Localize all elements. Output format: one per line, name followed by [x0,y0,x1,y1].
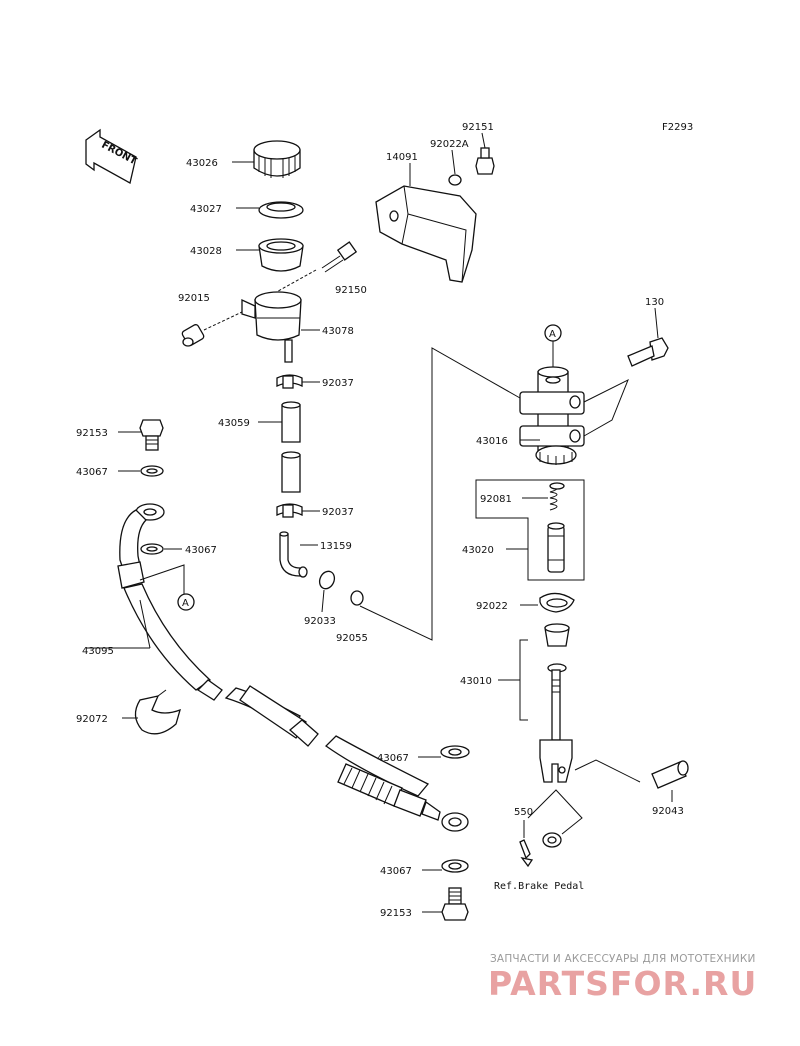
circlip-92033 [318,570,336,590]
label-92022a: 92022A [430,139,469,150]
label-92015: 92015 [178,293,210,304]
callout-a-left [177,593,195,611]
label-130: 130 [645,297,664,308]
hose-clamp-92072 [134,689,181,735]
label-43059: 43059 [218,418,250,429]
front-arrow-icon: FRONT [85,128,138,184]
grommet-92015 [181,324,205,347]
label-43067-b: 43067 [185,545,217,556]
watermark-subtitle: ЗАПЧАСТИ И АКСЕССУАРЫ ДЛЯ МОТОТЕХНИКИ [490,953,756,965]
label-43078: 43078 [322,326,354,337]
label-43027: 43027 [190,204,222,215]
label-92033: 92033 [304,616,336,627]
reservoir-hose [281,401,301,493]
watermark-brand: PARTSFOR.RU [488,964,757,1003]
label-43067-c: 43067 [377,753,409,764]
label-43028: 43028 [190,246,222,257]
label-92072: 92072 [76,714,108,725]
pin-92043 [651,760,689,789]
bolt-130 [627,337,669,367]
label-43067-d: 43067 [380,866,412,877]
washer-92022a [448,174,462,186]
elbow-fitting-13159 [279,531,308,578]
banjo-bolt-upper [139,419,164,451]
hose-clamp-upper [276,374,303,389]
cover-14091 [375,185,477,283]
ref-brake-pedal: Ref.Brake Pedal [494,881,584,892]
label-92081: 92081 [480,494,512,505]
reservoir-body [241,291,302,363]
circlip-92022 [539,592,575,613]
piston-43020 [547,522,565,573]
label-92153-upper: 92153 [76,428,108,439]
spring-92081 [549,482,565,511]
reservoir-plate [258,201,304,219]
label-43067-a: 43067 [76,467,108,478]
callout-a-right-label: A [549,329,556,340]
hose-clamp-lower [276,503,303,518]
label-43026: 43026 [186,158,218,169]
label-92022: 92022 [476,601,508,612]
o-ring-92055 [350,590,364,606]
label-92151: 92151 [462,122,494,133]
label-92153-lower: 92153 [380,908,412,919]
diagram-code: F2293 [662,122,693,133]
label-43010: 43010 [460,676,492,687]
bolt-92150 [321,241,358,273]
callout-a-left-label: A [182,598,189,609]
label-43095: 43095 [82,646,114,657]
label-550: 550 [514,807,533,818]
label-92037-lower: 92037 [322,507,354,518]
cotter-pin-550 [519,839,534,868]
label-92043: 92043 [652,806,684,817]
banjo-bolt-lower [441,887,469,921]
master-cylinder-43016 [519,366,585,465]
reservoir-diaphragm [258,238,304,272]
label-43020: 43020 [462,545,494,556]
label-92037-upper: 92037 [322,378,354,389]
label-92150: 92150 [335,285,367,296]
label-92055: 92055 [336,633,368,644]
label-13159: 13159 [320,541,352,552]
brake-hose [117,503,469,832]
push-rod-43010 [539,623,573,783]
reservoir-cap [253,140,301,178]
label-43016: 43016 [476,436,508,447]
bolt-92151 [475,147,495,175]
label-14091: 14091 [386,152,418,163]
